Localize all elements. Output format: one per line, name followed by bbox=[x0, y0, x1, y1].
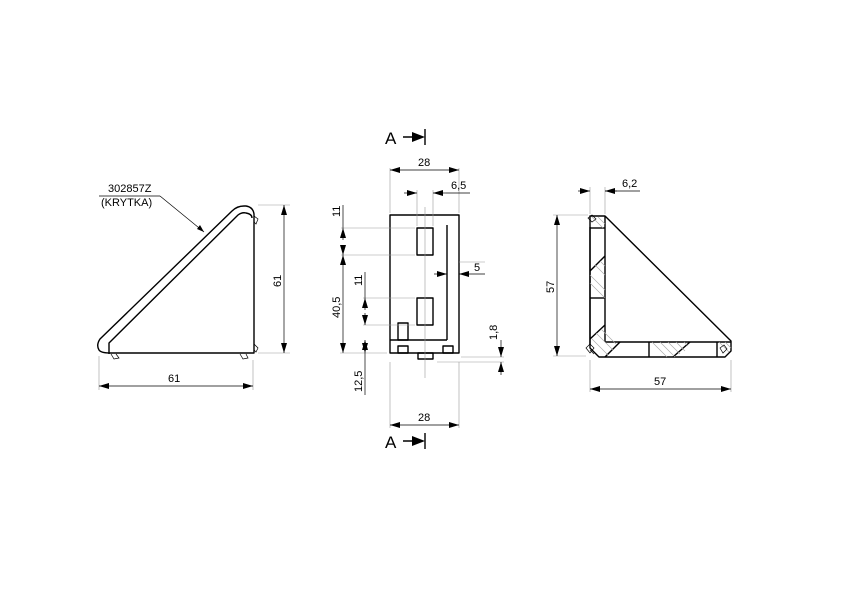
dim-top-width-28: 28 bbox=[418, 157, 430, 169]
cap-inner-line bbox=[108, 212, 253, 354]
cap-foot-left bbox=[110, 353, 120, 360]
dim-slot-offset: 6,5 bbox=[451, 180, 466, 192]
cap-outline bbox=[97, 205, 255, 354]
cap-foot-right bbox=[239, 353, 249, 360]
section-label-bottom: A bbox=[385, 433, 397, 452]
dim-width-61: 61 bbox=[168, 373, 180, 385]
dim-height-61: 61 bbox=[272, 275, 284, 287]
hatch-pattern bbox=[589, 216, 732, 358]
cap-tab-top bbox=[253, 215, 259, 225]
dim-bottom-width-28: 28 bbox=[418, 412, 430, 424]
dim-width-57: 57 bbox=[654, 376, 666, 388]
section-outline bbox=[589, 215, 732, 358]
dim-base-12-5: 12,5 bbox=[353, 371, 365, 392]
dim-height-57: 57 bbox=[545, 281, 557, 293]
front-view: A A 28 6,5 bbox=[331, 129, 504, 452]
dim-slot-height-top: 11 bbox=[331, 206, 343, 217]
front-body bbox=[389, 214, 460, 354]
dim-wall-6-2: 6,2 bbox=[622, 178, 637, 190]
dim-slot-height-lower: 11 bbox=[353, 275, 365, 286]
callout-part-number: 302857Z bbox=[108, 183, 152, 195]
dim-wall-5: 5 bbox=[474, 262, 480, 274]
callout-description: (KRYTKA) bbox=[101, 197, 152, 209]
section-view: 6,2 57 57 bbox=[545, 178, 732, 392]
dim-tab-1-8: 1,8 bbox=[488, 325, 500, 340]
section-label-top: A bbox=[385, 129, 397, 148]
left-view: 302857Z (KRYTKA) 61 61 bbox=[97, 183, 290, 390]
dim-height-40-5: 40,5 bbox=[331, 297, 343, 318]
cap-tab-bottom bbox=[253, 343, 259, 353]
